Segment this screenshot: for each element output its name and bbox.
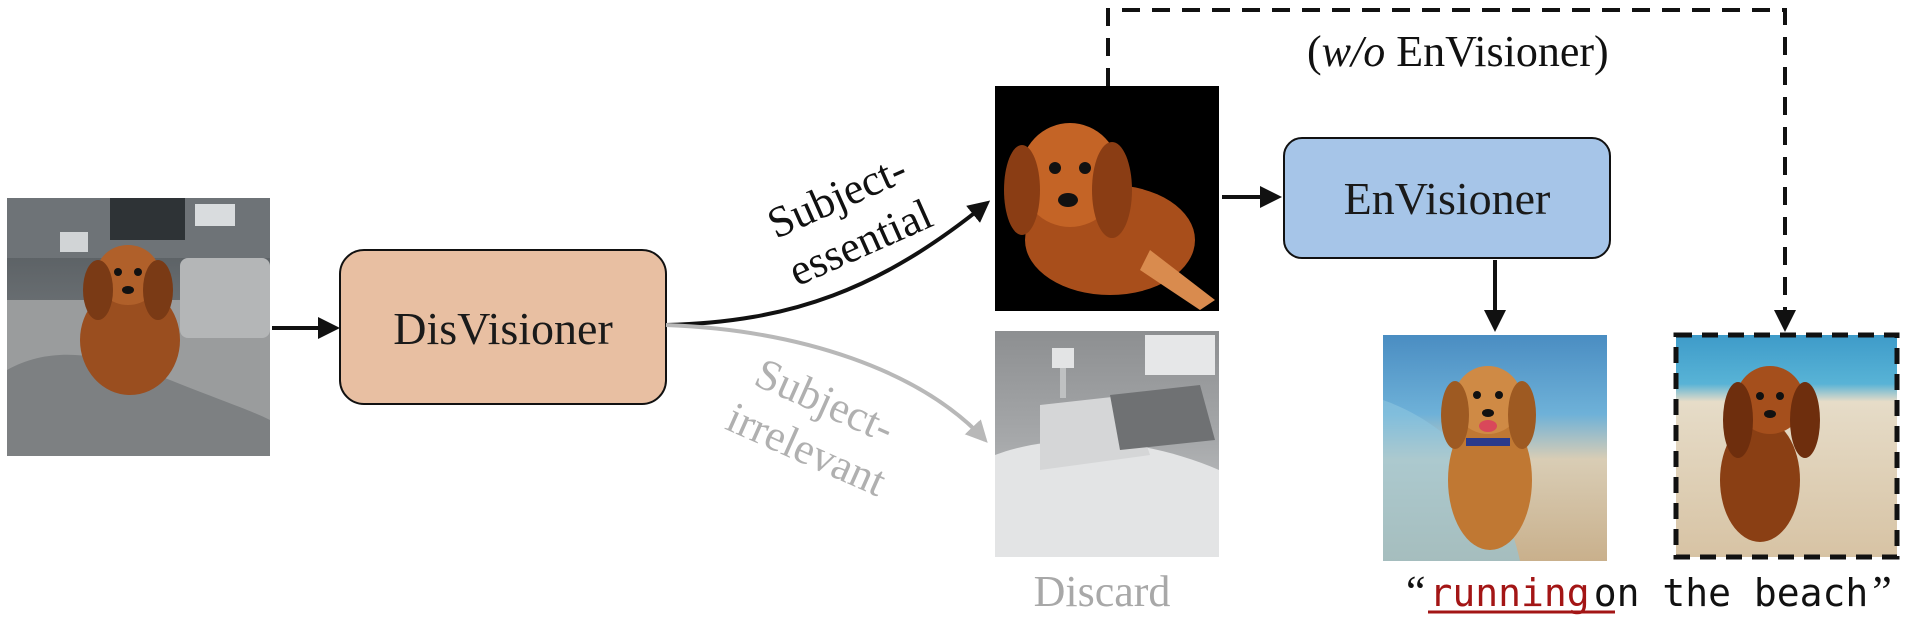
disvisioner-label: DisVisioner: [393, 303, 613, 354]
subject-essential-image: [995, 86, 1219, 311]
envisioner-label: EnVisioner: [1344, 173, 1551, 224]
envisioner-node: EnVisioner: [1283, 137, 1611, 259]
output-image-with-envisioner: [1383, 335, 1607, 561]
input-image: [7, 198, 270, 456]
edge-label-essential: Subject- essential: [760, 139, 945, 295]
edge-subject-irrelevant: [665, 323, 988, 443]
subject-irrelevant-image: [995, 331, 1219, 557]
ablation-label: (w/o EnVisioner): [1307, 27, 1609, 76]
edge-label-irrelevant: Subject- irrelevant: [719, 345, 914, 506]
prompt-caption: “ running on the beach ”: [1406, 567, 1892, 616]
edge-without-envisioner: [1106, 8, 1796, 332]
discard-label: Discard: [1034, 567, 1171, 616]
svg-text:“ running on the: “ running on the beach ”: [1406, 567, 1892, 616]
output-image-without-envisioner: [1673, 332, 1900, 560]
edge-subject-essential: [665, 200, 991, 327]
disvisioner-node: DisVisioner: [339, 249, 667, 405]
